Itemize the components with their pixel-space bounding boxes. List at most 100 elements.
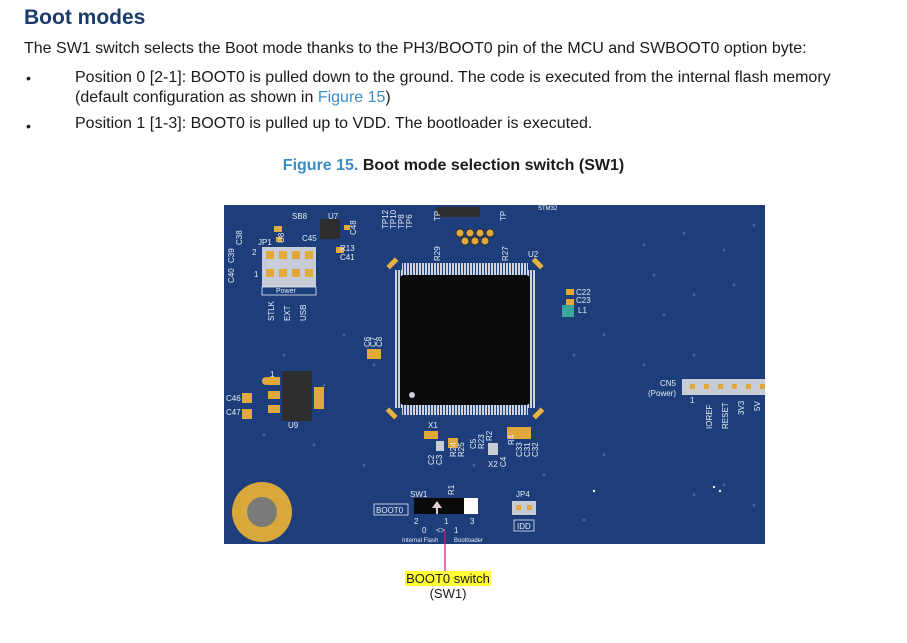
label-c40: C40 bbox=[227, 268, 236, 283]
label-pin-3: 3 bbox=[470, 517, 475, 526]
label-pin-1: 1 bbox=[444, 517, 449, 526]
mounting-hole-center bbox=[247, 497, 277, 527]
mcu-u2 bbox=[385, 257, 545, 420]
tp-pads bbox=[455, 228, 495, 246]
label-c46: C46 bbox=[226, 394, 241, 403]
mcu-pin1-marker bbox=[409, 392, 415, 398]
label-c48: C48 bbox=[349, 220, 358, 235]
label-c3: C3 bbox=[435, 454, 444, 465]
section-title: Boot modes bbox=[24, 6, 146, 29]
label-c23: C23 bbox=[576, 296, 591, 305]
label-tp6: TP6 bbox=[405, 214, 414, 229]
label-r24: R24 bbox=[449, 442, 458, 457]
figure-caption: Figure 15. Boot mode selection switch (S… bbox=[0, 157, 907, 175]
label-l1: L1 bbox=[578, 306, 587, 315]
label-r4: R4 bbox=[507, 434, 516, 445]
label-c4: C4 bbox=[499, 456, 508, 467]
label-bootloader: Bootloader bbox=[454, 538, 483, 544]
label-jp4: JP4 bbox=[516, 490, 530, 499]
bullet-text-continued: (default configuration as shown in bbox=[75, 89, 318, 106]
figure-number: Figure 15. bbox=[282, 157, 359, 174]
label-r2: R2 bbox=[485, 430, 494, 441]
label-tp: TP bbox=[499, 211, 508, 221]
label-cn5-pin-1: 1 bbox=[690, 396, 695, 405]
boot0-label-box bbox=[373, 503, 409, 516]
cn5-header bbox=[682, 379, 765, 395]
small-chips bbox=[282, 207, 480, 421]
label-boot0: BOOT0 bbox=[376, 506, 404, 515]
label-c2: C2 bbox=[427, 454, 436, 465]
label-c5: C5 bbox=[469, 438, 478, 449]
label-ext: EXT bbox=[283, 305, 292, 321]
label-position-1: 1 bbox=[454, 526, 459, 535]
figure-15-link[interactable]: Figure 15 bbox=[317, 89, 386, 106]
label-u2: U2 bbox=[528, 250, 539, 259]
label-position-arrows: <> bbox=[436, 526, 446, 535]
label-idd: IDD bbox=[517, 522, 531, 531]
label-stm32: STM32 bbox=[538, 206, 558, 212]
label-c31: C31 bbox=[523, 442, 532, 457]
label-reset: RESET bbox=[721, 402, 730, 429]
bullet-text: Position 1 [1-3]: BOOT0 is pulled up to … bbox=[75, 115, 593, 132]
label-tp12: TP12 bbox=[381, 209, 390, 229]
label-power: Power bbox=[276, 288, 297, 295]
mcu-corner-pads bbox=[385, 257, 545, 420]
label-c47: C47 bbox=[226, 408, 241, 417]
label-jp1-pin-1: 1 bbox=[254, 270, 259, 279]
bullet-item-position-1: Position 1 [1-3]: BOOT0 is pulled up to … bbox=[75, 114, 592, 134]
label-c45: C45 bbox=[302, 234, 317, 243]
pcb-bright-vias bbox=[592, 485, 722, 493]
bullet-marker: • bbox=[26, 70, 31, 86]
boot0-switch-callout: BOOT0 switch (SW1) bbox=[398, 571, 498, 601]
mcu-chip-body bbox=[400, 275, 530, 405]
label-cn5-power: (Power) bbox=[648, 389, 676, 398]
label-c41: C41 bbox=[340, 253, 355, 262]
figure-caption-text: Boot mode selection switch (SW1) bbox=[362, 157, 625, 174]
label-c8: C8 bbox=[375, 336, 384, 347]
label-c6: C6 bbox=[363, 336, 372, 347]
label-r25: R25 bbox=[457, 442, 466, 457]
bullet-text-suffix: ) bbox=[385, 89, 391, 106]
passives bbox=[274, 225, 574, 455]
label-3v3: 3V3 bbox=[737, 400, 746, 415]
label-c33: C33 bbox=[515, 442, 524, 457]
label-tp: TP bbox=[433, 211, 442, 221]
label-ioref: IOREF bbox=[705, 404, 714, 429]
label-position-0: 0 bbox=[422, 526, 427, 535]
sw1-boot-switch bbox=[414, 498, 478, 514]
label-u7: U7 bbox=[328, 212, 339, 221]
label-x2: X2 bbox=[488, 460, 498, 469]
label-r13: R13 bbox=[340, 244, 355, 253]
label-c22: C22 bbox=[576, 288, 591, 297]
label-c39: C39 bbox=[227, 248, 236, 263]
label-r29: R29 bbox=[433, 246, 442, 261]
jp4-header bbox=[512, 501, 536, 515]
label-internal-flash: Internal Flash bbox=[402, 538, 438, 544]
label-c38: C38 bbox=[235, 230, 244, 245]
label-u8: U8 bbox=[277, 232, 286, 243]
label-r1: R1 bbox=[447, 484, 456, 495]
silkscreen-labels: SB8 U7 JP1 U8 C45 C48 R13 C41 C39 C38 C4… bbox=[226, 206, 762, 544]
pcb-board-image: SB8 U7 JP1 U8 C45 C48 R13 C41 C39 C38 C4… bbox=[224, 205, 765, 544]
label-u9-pin-1: 1 bbox=[270, 370, 275, 379]
label-jp1: JP1 bbox=[258, 238, 272, 247]
label-pin-2: 2 bbox=[414, 517, 419, 526]
label-r27: R27 bbox=[501, 246, 510, 261]
label-cn5: CN5 bbox=[660, 379, 677, 388]
label-jp1-pin-2: 2 bbox=[252, 248, 257, 257]
label-tp8: TP8 bbox=[397, 214, 406, 229]
label-sw1: SW1 bbox=[410, 490, 428, 499]
bullet-item-position-0: Position 0 [2-1]: BOOT0 is pulled down t… bbox=[75, 68, 831, 108]
intro-paragraph: The SW1 switch selects the Boot mode tha… bbox=[24, 40, 807, 57]
label-tp10: TP10 bbox=[389, 209, 398, 229]
label-c32: C32 bbox=[531, 442, 540, 457]
idd-label-box bbox=[513, 519, 535, 532]
callout-leader-line bbox=[444, 530, 446, 572]
label-sb8: SB8 bbox=[292, 212, 308, 221]
label-stlk: STLK bbox=[267, 300, 276, 321]
jp1-power-header bbox=[261, 247, 317, 296]
u9-pads bbox=[242, 377, 324, 419]
bullet-marker: • bbox=[26, 118, 31, 134]
label-usb: USB bbox=[299, 305, 308, 321]
callout-title: BOOT0 switch bbox=[405, 571, 491, 586]
